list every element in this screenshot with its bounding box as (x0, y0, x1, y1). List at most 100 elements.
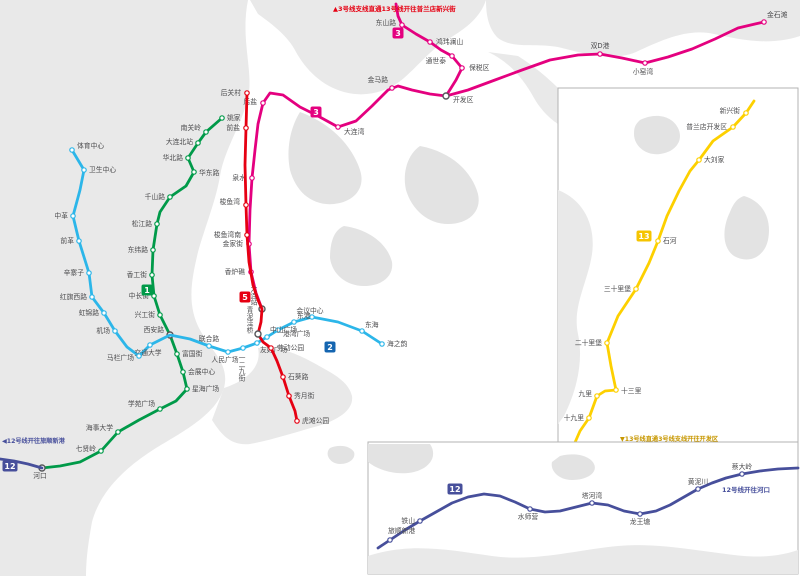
station-label-通世泰: 通世泰 (426, 56, 447, 65)
station-后盐 (260, 100, 266, 106)
station-会议中心 (309, 314, 315, 320)
station-label-金马路: 金马路 (368, 75, 389, 84)
line-path-12 (0, 457, 44, 470)
station-label-会议中心: 会议中心 (296, 306, 323, 315)
station-label-后盐: 后盐 (243, 97, 257, 106)
station-十九里 (586, 415, 592, 421)
line-path-3 (247, 20, 766, 311)
station-十三里 (613, 387, 619, 393)
station-新兴街 (743, 110, 749, 116)
station-二十里堡 (604, 340, 610, 346)
station-东海 (359, 328, 365, 334)
station-七贤岭 (98, 448, 104, 454)
station-人民广场 (225, 349, 231, 355)
station-中长街 (151, 293, 157, 299)
station-中山广场 (264, 334, 270, 340)
station-普兰店开发区 (730, 124, 736, 130)
badge-background (141, 284, 153, 296)
station-label-虹锦路: 虹锦路 (79, 308, 100, 317)
station-梭鱼湾南 (244, 232, 250, 238)
line-path-12i (376, 466, 800, 550)
inset12-landmass-west (368, 444, 434, 474)
station-label-富国街: 富国街 (182, 349, 203, 358)
station-label-七贤岭: 七贤岭 (76, 444, 97, 453)
station-交通大学 (147, 342, 153, 348)
station-保税区 (459, 65, 465, 71)
landmass-west (0, 0, 250, 576)
bay-peninsula-3 (330, 226, 393, 286)
station-label-联合路: 联合路 (199, 334, 220, 343)
station-label-中山广场: 中山广场 (270, 325, 297, 334)
landmass-downtown (212, 347, 353, 445)
line-3-badge: 3 (310, 106, 322, 118)
station-label-香工街: 香工街 (127, 270, 148, 279)
annotation: ◀12号线开往旅顺新港 (2, 437, 66, 445)
station-三十里堡 (633, 286, 639, 292)
metro-lines-inset13: 十九里九里十三里二十里堡三十里堡石河大刘家普兰店开发区新兴街 (564, 99, 756, 449)
station-label-铁山: 铁山 (401, 516, 415, 525)
station-金石滩 (761, 19, 767, 25)
badge-background (636, 230, 652, 242)
station-label-前盐: 前盐 (226, 123, 240, 132)
station-海事大学 (115, 429, 121, 435)
station-label-红旗西路: 红旗西路 (60, 292, 87, 301)
station-马栏广场 (136, 353, 142, 359)
badge-background (324, 341, 336, 353)
station-label-兴工街: 兴工街 (135, 310, 156, 319)
station-九里 (594, 393, 600, 399)
inset13-landmass-east (724, 196, 769, 260)
station-蔡大岭 (739, 471, 745, 477)
station-label-马栏广场: 马栏广场 (107, 353, 134, 362)
station-label-东山路: 东山路 (376, 18, 397, 27)
station-label-辛寨子: 辛寨子 (64, 268, 85, 277)
station-label-双D港: 双D港 (591, 41, 610, 50)
small-island (327, 445, 355, 464)
station-label-大连北站: 大连北站 (166, 137, 193, 146)
badge-number: 5 (242, 293, 248, 302)
station-虹锦路 (101, 310, 107, 316)
station-label-十三里: 十三里 (621, 386, 642, 395)
station-label-人民广场: 人民广场 (211, 355, 238, 364)
station-label-龙王塘: 龙王塘 (630, 517, 651, 526)
station-中革 (70, 213, 76, 219)
station-label-梭鱼湾: 梭鱼湾 (220, 197, 241, 206)
station-金马路 (389, 85, 395, 91)
station-会展中心 (180, 369, 186, 375)
annotation: 12号线开往河口 (722, 485, 770, 494)
station-label-海之韵: 海之韵 (387, 339, 408, 348)
station-卫生中心 (81, 167, 87, 173)
bay-peninsula-2 (404, 146, 479, 224)
station-小窑湾 (642, 60, 648, 66)
line-3-badge: 3 (392, 27, 404, 39)
line-path-3 (394, 2, 464, 98)
station-铁山 (417, 518, 423, 524)
landmass-north (250, 0, 486, 95)
metro-line-2: 海之韵东海会议中心东港港湾广场中山广场友好广场一二九街人民广场联合路交通大学马栏… (54, 141, 407, 382)
station-友好广场 (254, 340, 260, 346)
station-label-华东路: 华东路 (199, 168, 220, 177)
station-label-金石滩: 金石滩 (767, 10, 788, 19)
station-水师营 (527, 506, 533, 512)
badge-background (447, 483, 463, 495)
station-星海广场 (184, 386, 190, 392)
station-label-松江路: 松江路 (132, 219, 153, 228)
station-东纬路 (150, 247, 156, 253)
station-机场 (112, 328, 118, 334)
annotation: ▲3号线支线直通13号线开往普兰店新兴街 (333, 4, 456, 13)
station-label-河口: 河口 (33, 472, 47, 480)
station-label-小窑湾: 小窑湾 (633, 67, 654, 76)
metro-lines-main: 姚家南关岭大连北站华北路华东路千山路松江路东纬路香工街中长街兴工街西安路富国街会… (0, 2, 788, 480)
station-label-保税区: 保税区 (469, 63, 490, 72)
station-大连湾 (335, 124, 341, 130)
station-label-东纬路: 东纬路 (128, 245, 149, 254)
badge-number: 3 (313, 108, 319, 117)
station-黄泥川 (695, 486, 701, 492)
station-富国街 (174, 351, 180, 357)
inset-line13-landmasses (558, 115, 769, 424)
station-label-三十里堡: 三十里堡 (604, 284, 631, 293)
